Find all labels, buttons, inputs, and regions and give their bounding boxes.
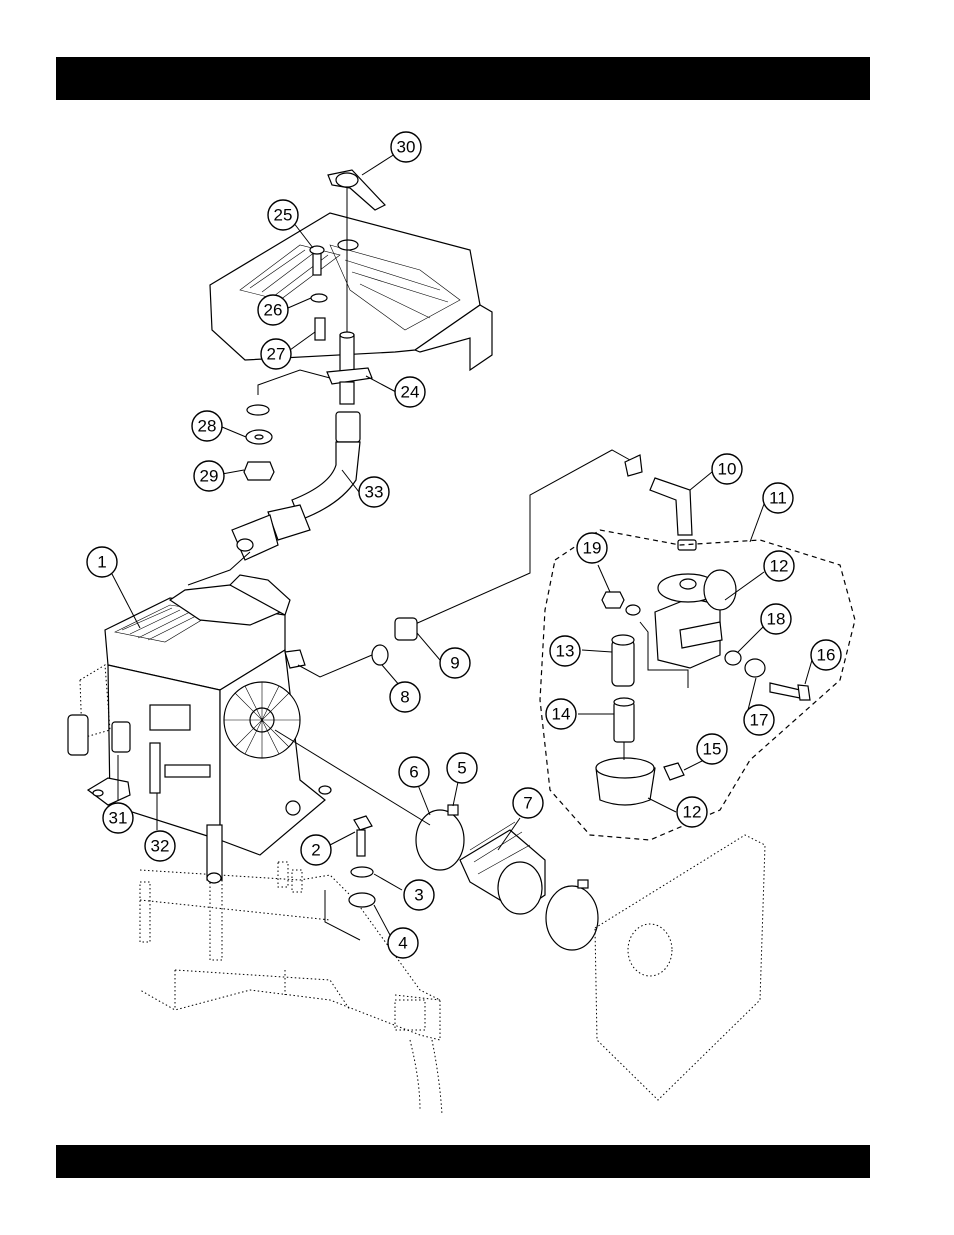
callout-10: 10 [712, 454, 742, 484]
svg-text:8: 8 [400, 688, 409, 707]
svg-text:31: 31 [109, 809, 128, 828]
svg-text:17: 17 [750, 711, 769, 730]
svg-text:1: 1 [97, 553, 106, 572]
svg-text:18: 18 [767, 610, 786, 629]
callout-30: 30 [391, 132, 421, 162]
callout-32: 32 [145, 831, 175, 861]
engine-block [105, 575, 331, 855]
svg-text:19: 19 [583, 539, 602, 558]
svg-text:24: 24 [401, 383, 420, 402]
mounting-plate [595, 835, 765, 1100]
callout-5: 5 [447, 753, 477, 783]
callout-13: 13 [550, 636, 580, 666]
callout-1: 1 [87, 547, 117, 577]
callout-19: 19 [577, 533, 607, 563]
callout-15: 15 [697, 734, 727, 764]
callout-31: 31 [103, 803, 133, 833]
frame-dotted [140, 862, 442, 1115]
callout-29: 29 [194, 461, 224, 491]
svg-text:28: 28 [198, 417, 217, 436]
svg-text:5: 5 [457, 759, 466, 778]
callout-11: 11 [763, 483, 793, 513]
svg-text:25: 25 [274, 206, 293, 225]
callout-16: 16 [811, 640, 841, 670]
svg-text:33: 33 [365, 483, 384, 502]
callout-24: 24 [395, 377, 425, 407]
callout-7: 7 [513, 788, 543, 818]
svg-text:16: 16 [817, 646, 836, 665]
callout-9: 9 [440, 648, 470, 678]
svg-text:12: 12 [683, 803, 702, 822]
part-10-hose [625, 455, 696, 550]
callout-18: 18 [761, 604, 791, 634]
callout-3: 3 [404, 880, 434, 910]
svg-text:4: 4 [398, 934, 407, 953]
callout-12-bowl: 12 [677, 797, 707, 827]
svg-text:6: 6 [409, 763, 418, 782]
svg-text:26: 26 [264, 301, 283, 320]
svg-text:14: 14 [552, 705, 571, 724]
air-filter-assembly [540, 530, 855, 840]
callout-8: 8 [390, 682, 420, 712]
callout-28: 28 [192, 411, 222, 441]
svg-text:12: 12 [770, 557, 789, 576]
callout-14: 14 [546, 699, 576, 729]
callout-2: 2 [301, 835, 331, 865]
intake-hose-set [416, 805, 598, 950]
svg-text:11: 11 [769, 489, 787, 508]
callout-6: 6 [399, 757, 429, 787]
svg-text:10: 10 [718, 460, 737, 479]
callout-25: 25 [268, 200, 298, 230]
callout-12-housing: 12 [764, 551, 794, 581]
svg-text:27: 27 [267, 345, 286, 364]
callout-4: 4 [388, 928, 418, 958]
sleeve-clamp [372, 618, 417, 665]
callout-26: 26 [258, 295, 288, 325]
svg-text:2: 2 [311, 841, 320, 860]
svg-text:7: 7 [523, 794, 532, 813]
svg-text:13: 13 [556, 642, 575, 661]
svg-text:3: 3 [414, 886, 423, 905]
svg-text:29: 29 [200, 467, 219, 486]
mount-link [207, 825, 222, 883]
svg-text:32: 32 [151, 837, 170, 856]
svg-text:15: 15 [703, 740, 722, 759]
washer-nut-set [244, 370, 330, 480]
callout-17: 17 [744, 705, 774, 735]
callout-27: 27 [261, 339, 291, 369]
svg-text:9: 9 [450, 654, 459, 673]
svg-text:30: 30 [397, 138, 416, 157]
callout-33: 33 [359, 477, 389, 507]
